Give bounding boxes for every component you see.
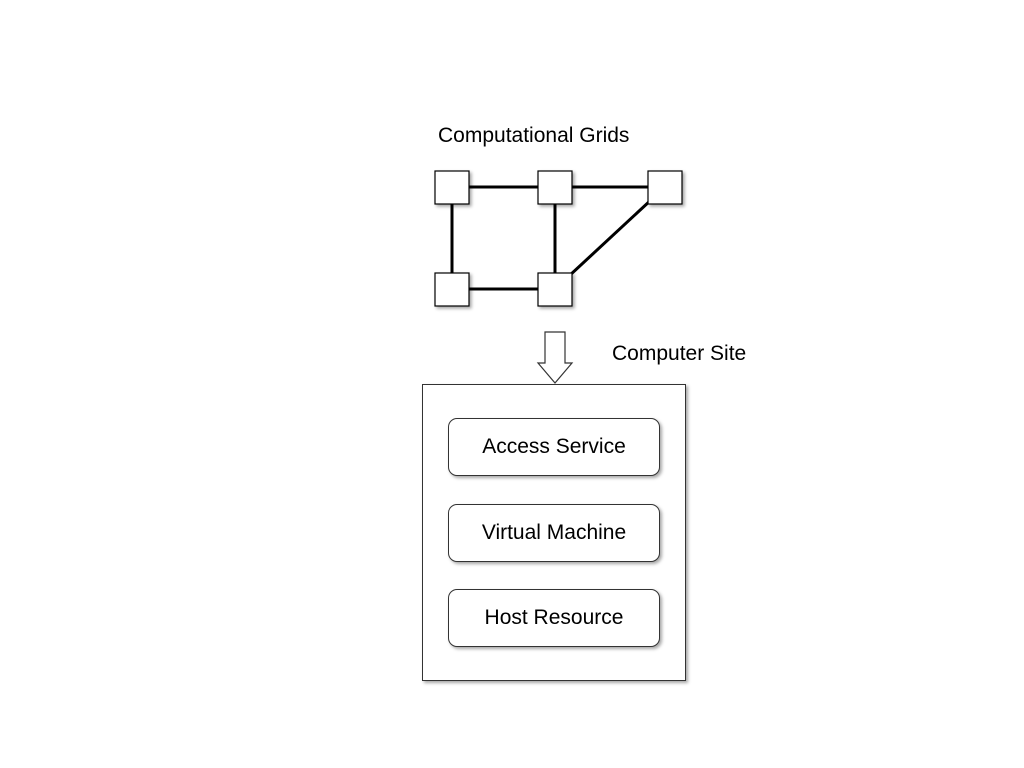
virtual-machine-box: Virtual Machine	[448, 504, 660, 562]
grid-node	[434, 170, 470, 205]
computational-grids-title: Computational Grids	[438, 124, 630, 147]
access-service-box: Access Service	[448, 418, 660, 476]
access-service-label: Access Service	[482, 435, 626, 458]
grid-node	[537, 272, 573, 307]
grid-link	[553, 185, 667, 291]
grid-node	[647, 170, 683, 205]
computer-site-box: Access Service Virtual Machine Host Reso…	[422, 384, 686, 681]
host-resource-box: Host Resource	[448, 589, 660, 647]
virtual-machine-label: Virtual Machine	[481, 521, 627, 544]
computer-site-title: Computer Site	[612, 342, 747, 365]
grid-node	[537, 170, 573, 205]
grid-node	[434, 272, 470, 307]
host-resource-label: Host Resource	[484, 606, 624, 629]
down-arrow-icon	[536, 331, 574, 384]
